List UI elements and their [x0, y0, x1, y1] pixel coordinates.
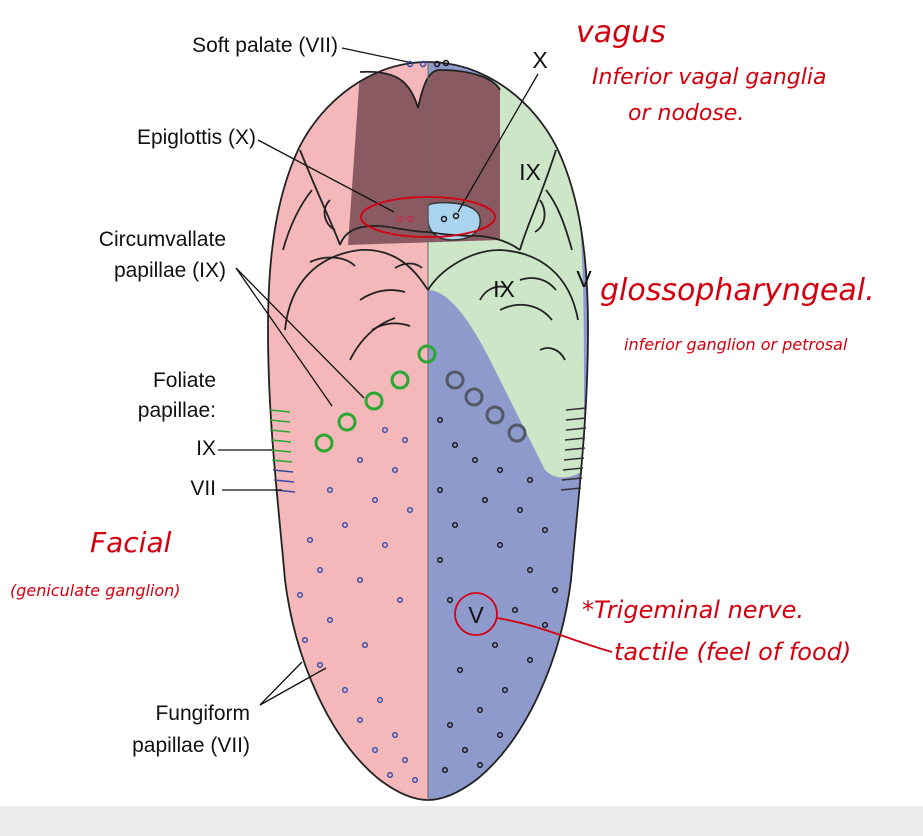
note-glosso-1: glossopharyngeal. — [600, 273, 875, 308]
tongue — [268, 62, 588, 800]
note-trigeminal-1: *Trigeminal nerve. — [582, 596, 804, 624]
region-v-circle: V — [468, 602, 484, 628]
trigeminal-pointer-line — [496, 617, 613, 653]
printed-labels: Soft palate (VII) Epiglottis (X) Circumv… — [99, 34, 338, 757]
note-vagus-3: or nodose. — [628, 101, 744, 126]
label-foliate-ix: IX — [196, 437, 216, 460]
region-labels: X IX IX V V — [468, 47, 592, 628]
tongue-outlines — [267, 61, 589, 801]
leader-lines — [218, 47, 539, 706]
bottom-bar — [0, 806, 923, 836]
label-epiglottis: Epiglottis (X) — [137, 126, 256, 149]
label-foliate-vii: VII — [190, 477, 216, 500]
label-foliate-line1: Foliate — [153, 369, 216, 392]
note-trigeminal-2: tactile (feel of food) — [614, 638, 851, 666]
region-ix-upper: IX — [519, 159, 541, 185]
label-soft-palate: Soft palate (VII) — [192, 34, 338, 57]
label-circumvallate-line2: papillae (IX) — [114, 259, 226, 282]
note-facial-2: (geniculate ganglion) — [10, 581, 181, 600]
vagus-highlight-ellipse — [360, 196, 496, 238]
red-markups — [360, 196, 613, 653]
label-fungiform-line1: Fungiform — [155, 702, 250, 725]
foliate-papillae — [269, 407, 587, 493]
fungiform-papillae — [297, 59, 559, 784]
region-ix-middle: IX — [493, 276, 515, 302]
region-x-top: X — [532, 47, 547, 73]
handwritten-annotations: vagus Inferior vagal ganglia or nodose. … — [10, 15, 875, 666]
region-v-edge: V — [576, 266, 592, 292]
label-fungiform-line2: papillae (VII) — [132, 734, 250, 757]
label-foliate-line2: papillae: — [138, 399, 216, 422]
note-glosso-2: inferior ganglion or petrosal — [624, 335, 848, 354]
note-vagus-1: vagus — [576, 15, 666, 50]
note-vagus-2: Inferior vagal ganglia — [592, 65, 826, 90]
circumvallate-papillae — [314, 344, 527, 453]
trigeminal-highlight-circle — [454, 592, 498, 636]
label-circumvallate-line1: Circumvallate — [99, 228, 226, 251]
note-facial-1: Facial — [90, 526, 172, 559]
